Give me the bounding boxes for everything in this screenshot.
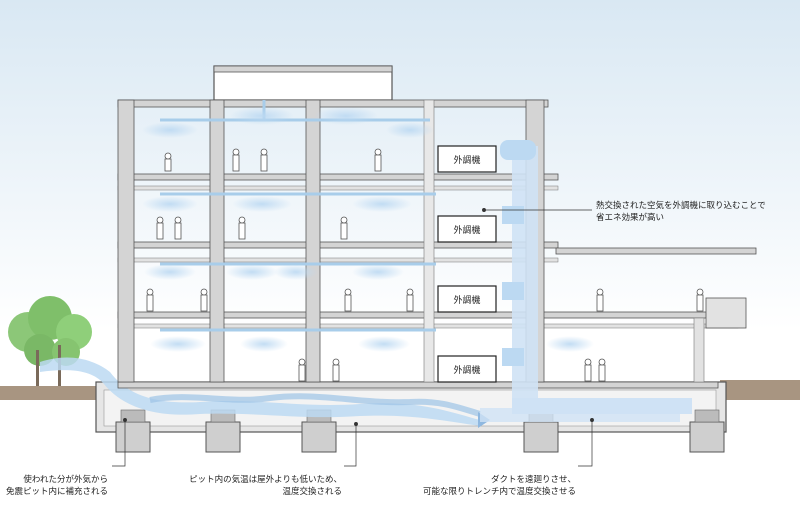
annotation-pit-temp-2: 温度交換される xyxy=(282,486,342,497)
people-silhouettes xyxy=(146,148,704,382)
pit-airflow xyxy=(40,357,680,428)
annotation-pit-intake-2: 免震ピット内に補充される xyxy=(6,486,108,497)
ahu-box-3f xyxy=(437,215,497,243)
annotation-heat-exchange-2: 省エネ効果が高い xyxy=(596,212,664,223)
annotation-duct-1: ダクトを遠廻りさせ、 xyxy=(491,474,576,485)
ahu-label-2f: 外調機 xyxy=(453,294,480,306)
ahu-box-1f xyxy=(437,355,497,383)
ahu-label-3f: 外調機 xyxy=(453,224,480,236)
annotation-pit-temp-1: ピット内の気温は屋外よりも低いため、 xyxy=(189,474,342,485)
annotation-pit-intake-1: 使われた分が外気から xyxy=(23,474,108,485)
leader-lines xyxy=(112,208,594,467)
annotation-heat-exchange-1: 熱交換された空気を外調機に取り込むことで xyxy=(596,200,766,211)
ahu-units: 外調機 外調機 外調機 外調機 xyxy=(437,145,497,383)
air-diffusers xyxy=(142,107,594,352)
ahu-box-2f xyxy=(437,285,497,313)
supply-duct xyxy=(500,140,692,414)
ahu-box-4f xyxy=(437,145,497,173)
ahu-label-1f: 外調機 xyxy=(453,364,480,376)
distribution-ducts xyxy=(160,100,436,332)
ground-right xyxy=(720,380,800,400)
annotation-duct-2: 可能な限りトレンチ内で温度交換させる xyxy=(423,486,576,497)
ahu-label-4f: 外調機 xyxy=(453,154,480,166)
